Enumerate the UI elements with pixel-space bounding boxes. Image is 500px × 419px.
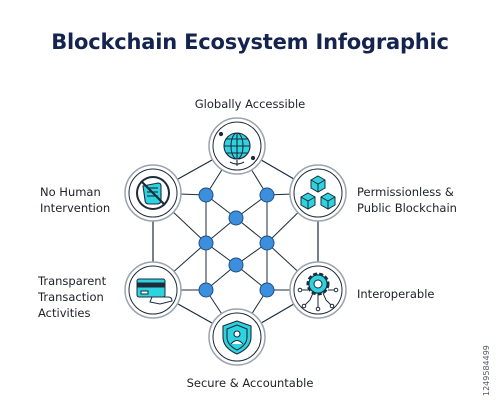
feature-label-left-top: No Human Intervention	[40, 185, 111, 215]
page-title: Blockchain Ecosystem Infographic	[51, 30, 449, 54]
globe-icon	[218, 131, 256, 166]
network-node	[259, 235, 275, 251]
feature-label-right-top: Permissionless & Public Blockchain	[357, 185, 457, 215]
feature-circle-bottom	[208, 308, 266, 366]
shield-user-icon	[222, 320, 252, 355]
feature-circle-left-bottom	[124, 261, 182, 319]
network-node	[198, 282, 214, 298]
feature-circle-top	[208, 117, 266, 175]
network-node	[198, 235, 214, 251]
lattice-nodes	[198, 187, 275, 298]
network-node	[259, 282, 275, 298]
network-node	[228, 210, 244, 226]
network-node	[198, 187, 214, 203]
network-node	[228, 257, 244, 273]
feature-circle-right-top	[289, 164, 347, 222]
stock-image-id: 1249584499	[482, 345, 491, 396]
feature-label-left-bottom: Transparent Transaction Activities	[38, 274, 107, 320]
network-node	[259, 187, 275, 203]
gear-network-icon	[297, 272, 339, 312]
feature-label-bottom: Secure & Accountable	[186, 376, 314, 390]
no-hand-icon	[136, 176, 170, 210]
feature-label-top: Globally Accessible	[194, 97, 306, 111]
feature-circle-right-bottom	[289, 261, 347, 319]
card-payment-icon	[136, 278, 173, 305]
cubes-icon	[300, 175, 336, 210]
feature-label-right-bottom: Interoperable	[357, 287, 435, 301]
feature-circle-left-top	[124, 164, 182, 222]
